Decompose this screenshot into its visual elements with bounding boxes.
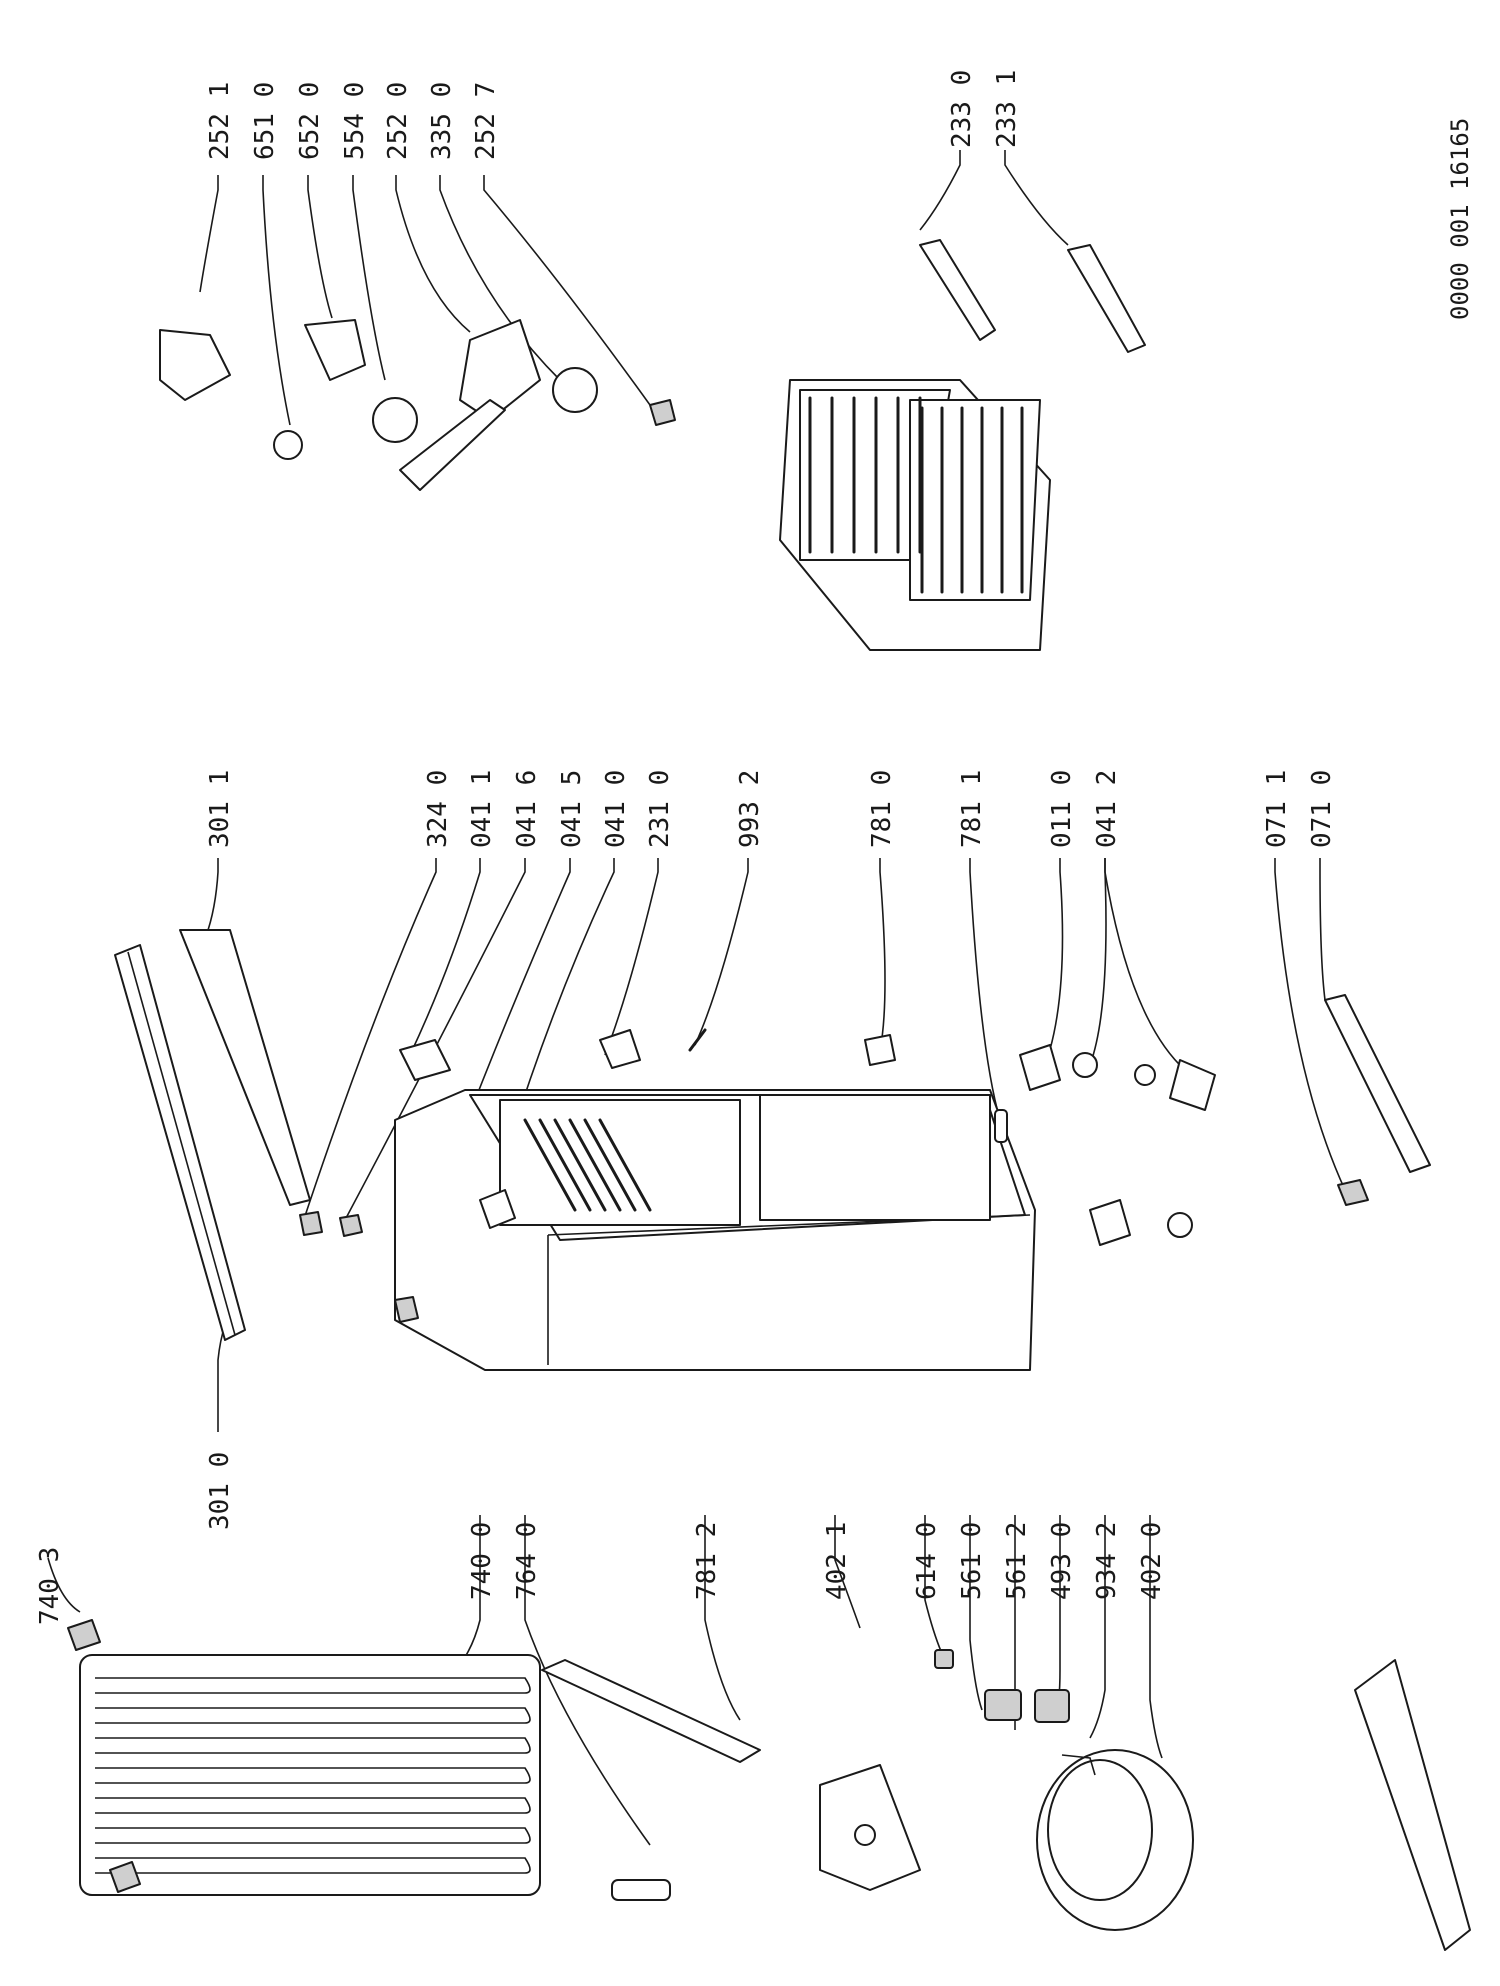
base-plate bbox=[1354, 1659, 1471, 1951]
overload-493-0 bbox=[1034, 1689, 1070, 1723]
clip-614-0 bbox=[934, 1649, 954, 1669]
part-labels: 252 1 651 0 652 0 554 0 252 0 335 0 252 … bbox=[35, 70, 1474, 1625]
label-493-0: 493 0 bbox=[1047, 1522, 1077, 1600]
label-740-0: 740 0 bbox=[467, 1522, 497, 1600]
compressor-base-402-1 bbox=[819, 1764, 921, 1891]
label-554-0: 554 0 bbox=[340, 82, 370, 160]
label-071-1: 071 1 bbox=[1262, 770, 1292, 848]
label-301-0: 301 0 bbox=[205, 1452, 235, 1530]
lamp-and-bracket-cluster bbox=[299, 1028, 1008, 1323]
rail-781-2 bbox=[541, 1659, 761, 1763]
condenser-coil bbox=[95, 1677, 531, 1694]
condenser-coil bbox=[95, 1797, 531, 1814]
label-011-0: 011 0 bbox=[1047, 770, 1077, 848]
shelf-frame-233 bbox=[919, 239, 1146, 353]
label-934-2: 934 2 bbox=[1092, 1522, 1122, 1600]
label-740-3: 740 3 bbox=[35, 1547, 65, 1625]
rail-071 bbox=[1324, 994, 1431, 1206]
condenser-coil bbox=[95, 1707, 531, 1724]
compressor-402-0 bbox=[1036, 1749, 1194, 1931]
label-252-0: 252 0 bbox=[383, 82, 413, 160]
label-764-0: 764 0 bbox=[512, 1522, 542, 1600]
label-041-1: 041 1 bbox=[467, 770, 497, 848]
label-252-1: 252 1 bbox=[205, 82, 235, 160]
label-402-1: 402 1 bbox=[822, 1522, 852, 1600]
thermostat-cluster bbox=[159, 319, 676, 491]
drier-764-0 bbox=[611, 1879, 671, 1901]
label-561-2: 561 2 bbox=[1002, 1522, 1032, 1600]
bracket-740-3 bbox=[67, 1619, 141, 1893]
label-335-0: 335 0 bbox=[427, 82, 457, 160]
label-993-2: 993 2 bbox=[735, 770, 765, 848]
label-561-0: 561 0 bbox=[957, 1522, 987, 1600]
label-781-2: 781 2 bbox=[692, 1522, 722, 1600]
label-402-0: 402 0 bbox=[1137, 1522, 1167, 1600]
wire-934-2 bbox=[1061, 1754, 1096, 1776]
relay-561-2 bbox=[984, 1689, 1022, 1721]
label-041-6: 041 6 bbox=[512, 770, 542, 848]
label-301-1: 301 1 bbox=[205, 770, 235, 848]
label-233-0: 233 0 bbox=[947, 70, 977, 148]
condenser-coil bbox=[95, 1737, 531, 1754]
hinge-cluster bbox=[1019, 1044, 1216, 1246]
shelf-grid bbox=[779, 379, 1051, 651]
condenser-coil bbox=[95, 1767, 531, 1784]
evaporator-plates bbox=[523, 1118, 652, 1212]
label-071-0: 071 0 bbox=[1307, 770, 1337, 848]
label-233-1: 233 1 bbox=[992, 70, 1022, 148]
label-781-0: 781 0 bbox=[867, 770, 897, 848]
label-651-0: 651 0 bbox=[250, 82, 280, 160]
label-652-0: 652 0 bbox=[295, 82, 325, 160]
label-781-1: 781 1 bbox=[957, 770, 987, 848]
document-number: 0000 001 16165 bbox=[1446, 118, 1474, 320]
cabinet-body bbox=[394, 1089, 1036, 1371]
condenser-coil bbox=[95, 1827, 531, 1844]
label-614-0: 614 0 bbox=[912, 1522, 942, 1600]
label-231-0: 231 0 bbox=[645, 770, 675, 848]
label-041-0: 041 0 bbox=[601, 770, 631, 848]
door-trim-301-0 bbox=[114, 944, 246, 1341]
label-252-7: 252 7 bbox=[471, 82, 501, 160]
label-324-0: 324 0 bbox=[423, 770, 453, 848]
condenser-coil bbox=[95, 1857, 531, 1874]
door-trim-301-1 bbox=[179, 929, 311, 1206]
label-041-2: 041 2 bbox=[1092, 770, 1122, 848]
condenser-740-0 bbox=[79, 1654, 541, 1896]
label-041-5: 041 5 bbox=[557, 770, 587, 848]
